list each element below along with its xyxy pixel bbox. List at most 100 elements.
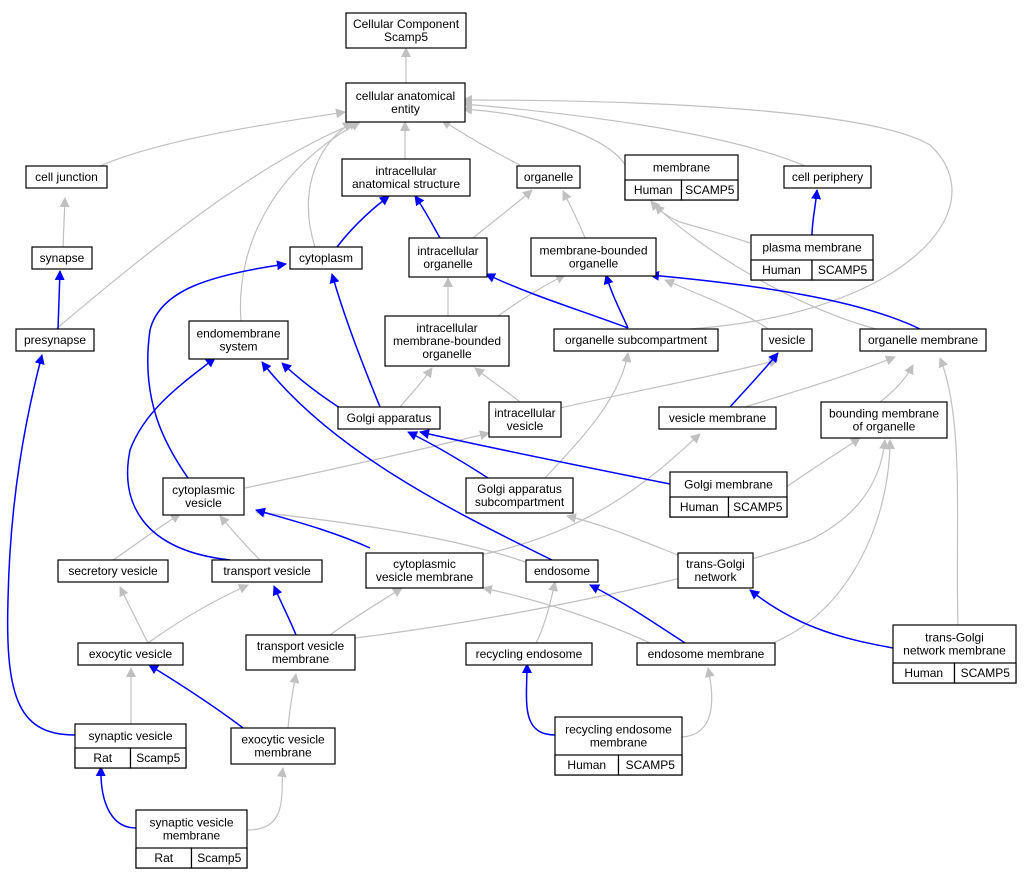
- annotation-gene-cell: Scamp5: [129, 747, 187, 769]
- go-node-synapse[interactable]: synapse: [31, 246, 93, 270]
- node-label: organelle: [422, 347, 472, 361]
- node-label: network membrane: [903, 644, 1006, 658]
- node-box: [211, 559, 323, 583]
- edge-is-a: [112, 513, 181, 561]
- edge-is-a: [938, 357, 959, 626]
- annotation-species-cell: Human: [624, 179, 683, 201]
- node-label: Golgi apparatus: [347, 411, 432, 425]
- node-box: [465, 477, 574, 514]
- go-node-recycling-endosome[interactable]: recycling endosome: [465, 642, 593, 666]
- edge-part-of: [95, 766, 137, 829]
- annotation-species-text: Human: [634, 183, 673, 197]
- node-label: Scamp5: [384, 30, 428, 44]
- node-label: cell periphery: [792, 170, 863, 184]
- node-label: Golgi membrane: [684, 478, 773, 492]
- go-node-endosome-membrane[interactable]: endosome membrane: [636, 642, 776, 666]
- annotation-gene-cell: SCAMP5: [617, 754, 683, 776]
- go-node-vesicle[interactable]: vesicle: [761, 328, 813, 352]
- node-box: [77, 642, 184, 666]
- node-box: [783, 165, 872, 189]
- edge-is-a: [497, 274, 566, 317]
- annotation-gene-cell: SCAMP5: [727, 496, 788, 518]
- go-node-transport-vesicle[interactable]: transport vesicle: [211, 559, 323, 583]
- node-label: exocytic vesicle: [89, 647, 173, 661]
- edge-is-a: [562, 190, 586, 239]
- edge-is-a: [329, 587, 403, 636]
- edge-is-a: [287, 673, 300, 729]
- node-label: vesicle membrane: [669, 411, 767, 425]
- edge-part-of: [336, 195, 390, 248]
- go-node-cell-junction[interactable]: cell junction: [25, 165, 108, 189]
- edge-part-of: [6, 354, 76, 736]
- node-label: synaptic vesicle: [149, 816, 233, 830]
- edge-is-a: [559, 357, 779, 409]
- node-label: Golgi apparatus: [477, 482, 562, 496]
- node-box: [230, 727, 336, 765]
- go-node-organelle-membrane[interactable]: organelle membrane: [859, 328, 987, 352]
- node-box: [345, 12, 467, 49]
- annotation-gene-text: SCAMP5: [818, 263, 868, 277]
- node-box: [365, 552, 484, 589]
- edge-is-a: [482, 584, 651, 644]
- node-label: plasma membrane: [762, 241, 862, 255]
- edge-is-a: [681, 667, 715, 738]
- edge-is-a: [474, 367, 521, 403]
- go-node-golgi[interactable]: Golgi apparatus: [337, 406, 441, 430]
- edge-is-a: [664, 278, 771, 331]
- go-node-endosome[interactable]: endosome: [525, 559, 599, 583]
- node-label: intracellular: [416, 321, 477, 335]
- edge-is-a: [784, 437, 861, 489]
- annotation-gene-text: Scamp5: [197, 851, 241, 865]
- node-box: [31, 246, 93, 270]
- node-label: membrane: [272, 652, 330, 666]
- edge-part-of: [329, 273, 381, 408]
- go-node-secretory-vesicle[interactable]: secretory vesicle: [57, 559, 169, 583]
- node-label: recycling endosome: [565, 723, 672, 737]
- edge-is-a: [239, 121, 361, 322]
- edge-part-of: [521, 663, 556, 736]
- node-box: [188, 320, 289, 360]
- node-label: system: [219, 340, 257, 354]
- node-label: exocytic vesicle: [241, 733, 325, 747]
- node-label: membrane-bounded: [393, 334, 501, 348]
- go-node-exocytic-vesicle[interactable]: exocytic vesicle: [77, 642, 184, 666]
- go-node-cytoplasm[interactable]: cytoplasm: [289, 246, 363, 270]
- edge-is-a: [147, 584, 249, 644]
- annotation-gene-cell: SCAMP5: [680, 179, 739, 201]
- go-node-cell-periphery[interactable]: cell periphery: [783, 165, 872, 189]
- go-node-organelle[interactable]: organelle: [516, 165, 581, 189]
- edge-layer: [6, 47, 959, 831]
- go-node-presynapse[interactable]: presynapse: [15, 328, 95, 352]
- node-label: organelle subcompartment: [565, 333, 708, 347]
- edge-part-of: [54, 270, 65, 330]
- annotation-species-cell: Rat: [135, 847, 193, 869]
- node-box: [57, 559, 169, 583]
- go-node-vesicle-membrane[interactable]: vesicle membrane: [658, 406, 777, 430]
- edge-is-a: [399, 367, 433, 408]
- node-label: Cellular Component: [353, 17, 460, 31]
- go-node-organelle-subcomp[interactable]: organelle subcompartment: [553, 328, 719, 352]
- node-label: entity: [391, 102, 420, 116]
